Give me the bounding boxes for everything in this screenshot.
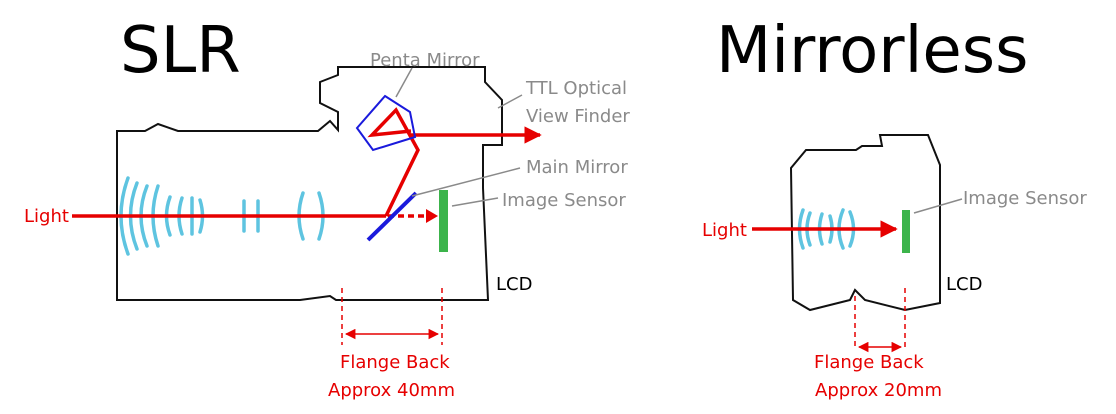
slr-camera-body — [116, 66, 503, 301]
slr-title: SLR — [120, 14, 241, 88]
slr-section: SLR — [24, 14, 630, 401]
slr-ttl-label-2: View Finder — [526, 106, 630, 127]
slr-flange-back-label: Flange Back — [340, 352, 450, 373]
slr-image-sensor-label: Image Sensor — [502, 190, 626, 211]
mirrorless-image-sensor-label: Image Sensor — [963, 188, 1087, 209]
slr-sensor-arrow — [426, 209, 438, 223]
mirrorless-lcd-label: LCD — [946, 274, 982, 295]
mirrorless-image-sensor — [902, 210, 910, 253]
mirrorless-light-label: Light — [702, 220, 747, 241]
slr-penta-mirror-label: Penta Mirror — [370, 50, 480, 71]
slr-main-mirror — [366, 191, 418, 242]
slr-main-mirror-label: Main Mirror — [526, 157, 628, 178]
mirrorless-section: Mirrorless Image Sensor Light LCD Flange… — [702, 14, 1087, 401]
mirrorless-camera-body — [789, 134, 941, 312]
slr-ttl-label-1: TTL Optical — [525, 78, 627, 99]
slr-penta-mirror — [355, 94, 417, 152]
slr-light-label: Light — [24, 206, 69, 227]
slr-reflected-ray — [367, 107, 420, 217]
mirrorless-title: Mirrorless — [716, 14, 1028, 88]
slr-lcd-label: LCD — [496, 274, 532, 295]
mirrorless-flange-back-label: Flange Back — [814, 352, 924, 373]
mirrorless-flange-distance-label: Approx 20mm — [815, 380, 942, 401]
slr-flange-distance-label: Approx 40mm — [328, 380, 455, 401]
slr-image-sensor — [439, 190, 448, 252]
